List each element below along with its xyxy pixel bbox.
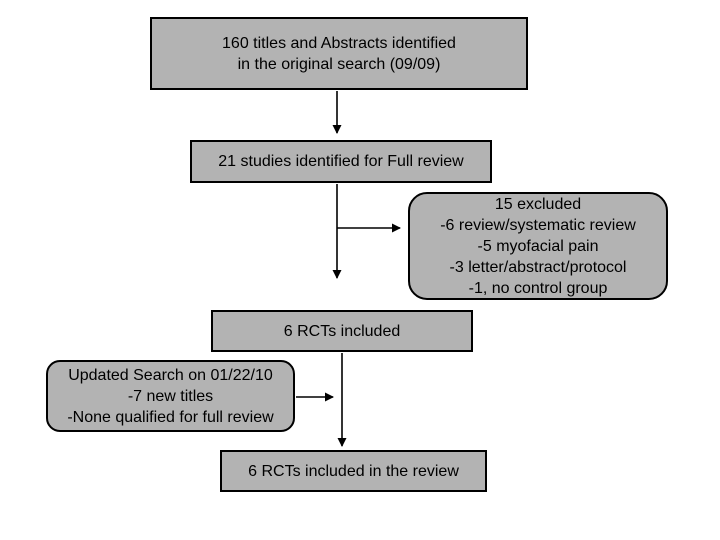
flow-box-text-line: -None qualified for full review (67, 408, 274, 426)
flow-box-text-line: -3 letter/abstract/protocol (449, 258, 627, 276)
flow-box-final: 6 RCTs included in the review (220, 450, 487, 492)
flow-box-updated-search: Updated Search on 01/22/10 -7 new titles… (46, 360, 295, 432)
flow-box-text-line: -7 new titles (127, 387, 214, 405)
flow-box-full-review: 21 studies identified for Full review (190, 140, 492, 183)
flow-box-text-line: 15 excluded (494, 195, 582, 213)
flow-box-rcts-included: 6 RCTs included (211, 310, 473, 352)
flow-box-text-line: 6 RCTs included (283, 322, 401, 340)
flow-box-identified: 160 titles and Abstracts identified in t… (150, 17, 528, 90)
flow-box-text-line: 160 titles and Abstracts identified (222, 34, 456, 52)
flow-box-text-line: Updated Search on 01/22/10 (68, 366, 273, 384)
flow-box-text-line: 6 RCTs included in the review (248, 462, 459, 480)
flow-box-text-line: -5 myofacial pain (477, 237, 599, 255)
flow-box-text-line: 21 studies identified for Full review (218, 153, 464, 170)
flow-box-text-line: in the original search (09/09) (237, 55, 441, 73)
flow-box-text-line: -6 review/systematic review (440, 216, 636, 234)
flow-box-text-line: -1, no control group (468, 279, 608, 297)
flow-box-excluded: 15 excluded -6 review/systematic review … (408, 192, 668, 300)
